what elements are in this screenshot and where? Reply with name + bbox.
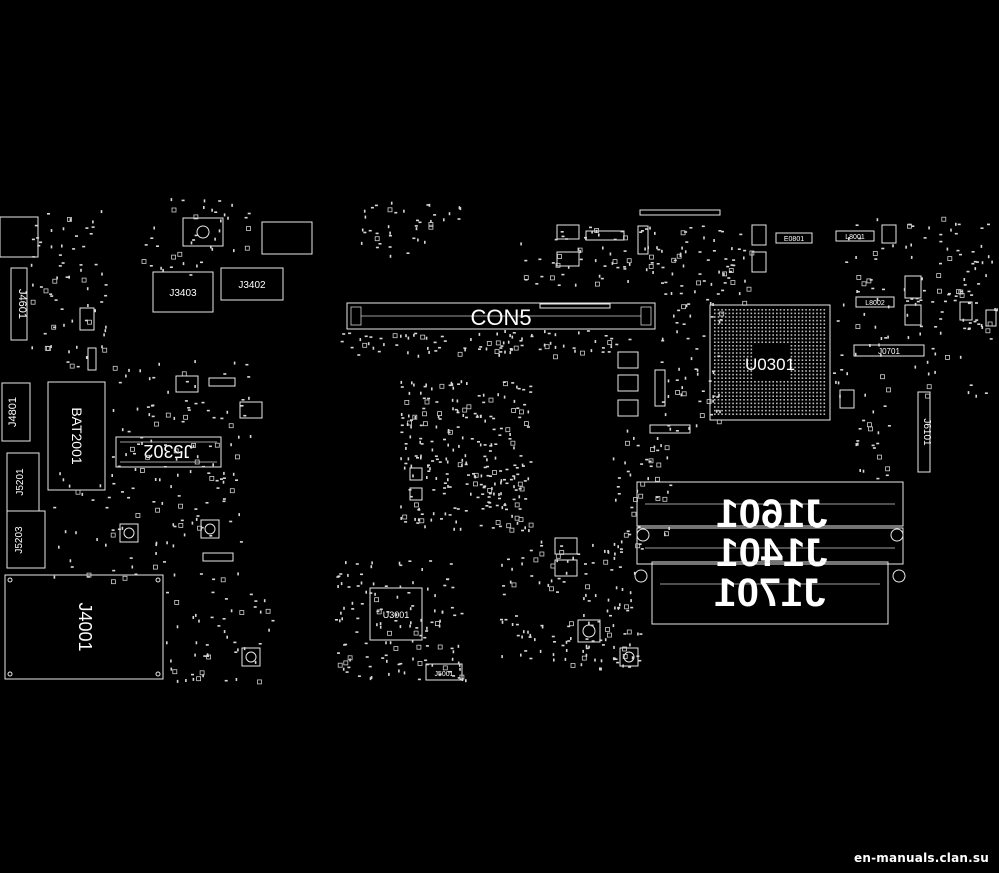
u0301-label: U0301 — [745, 355, 795, 374]
j1601-label: J1601 — [716, 492, 827, 536]
j5302-connector[interactable]: J5302 — [115, 436, 222, 468]
l8002-inductor[interactable]: L8002 — [855, 296, 895, 308]
dimm-slot-j1701[interactable]: J1701 — [651, 561, 889, 625]
j5201-label: J5201 — [15, 468, 26, 496]
j5001-label: J5001 — [434, 671, 453, 678]
j4601-label: J4601 — [16, 289, 28, 319]
l8002-label: L8002 — [865, 300, 885, 307]
j5203-connector[interactable]: J5203 — [6, 510, 46, 569]
dimm-slot-j1401[interactable]: J1401 — [634, 527, 906, 583]
j4001-connector[interactable]: J4001 — [4, 574, 164, 680]
j3402-connector[interactable]: J3402 — [220, 267, 284, 301]
bga-ball-grid — [714, 309, 826, 415]
j0701-connector[interactable]: J0701 — [853, 344, 925, 357]
j4801-label: J4801 — [7, 397, 19, 427]
j1401-label: J1401 — [716, 531, 827, 575]
j4001-label: J4001 — [75, 602, 95, 651]
j3403-connector[interactable]: J3403 — [152, 271, 214, 313]
j5001-connector[interactable]: J5001 — [425, 663, 463, 681]
j0701-label: J0701 — [878, 347, 900, 356]
j3403-label: J3403 — [169, 288, 197, 299]
j1701-label: J1701 — [714, 571, 825, 615]
dimm-slot-j1601[interactable]: J1601 — [636, 481, 904, 542]
con5-connector[interactable]: CON5 — [346, 302, 656, 330]
l8001-label: L8001 — [845, 234, 865, 241]
e0801-label: E0801 — [784, 236, 804, 243]
u0301-bga-chip[interactable]: U0301 — [709, 304, 831, 421]
j6101-label: J6101 — [921, 418, 932, 446]
l8001-inductor[interactable]: L8001 — [835, 230, 875, 242]
j6101-connector[interactable]: J6101 — [917, 391, 932, 473]
j4601-connector[interactable]: J4601 — [10, 267, 28, 341]
con5-label: CON5 — [470, 305, 531, 330]
j5203-label: J5203 — [14, 526, 25, 554]
bat2001-label: BAT2001 — [69, 407, 85, 465]
watermark-text: en-manuals.clan.su — [854, 851, 989, 865]
j3402-label: J3402 — [238, 280, 266, 291]
e0801-part[interactable]: E0801 — [775, 232, 813, 244]
j4801-connector[interactable]: J4801 — [1, 382, 31, 442]
smd-pads — [30, 198, 998, 685]
j5302-label: J5302 — [143, 441, 192, 461]
